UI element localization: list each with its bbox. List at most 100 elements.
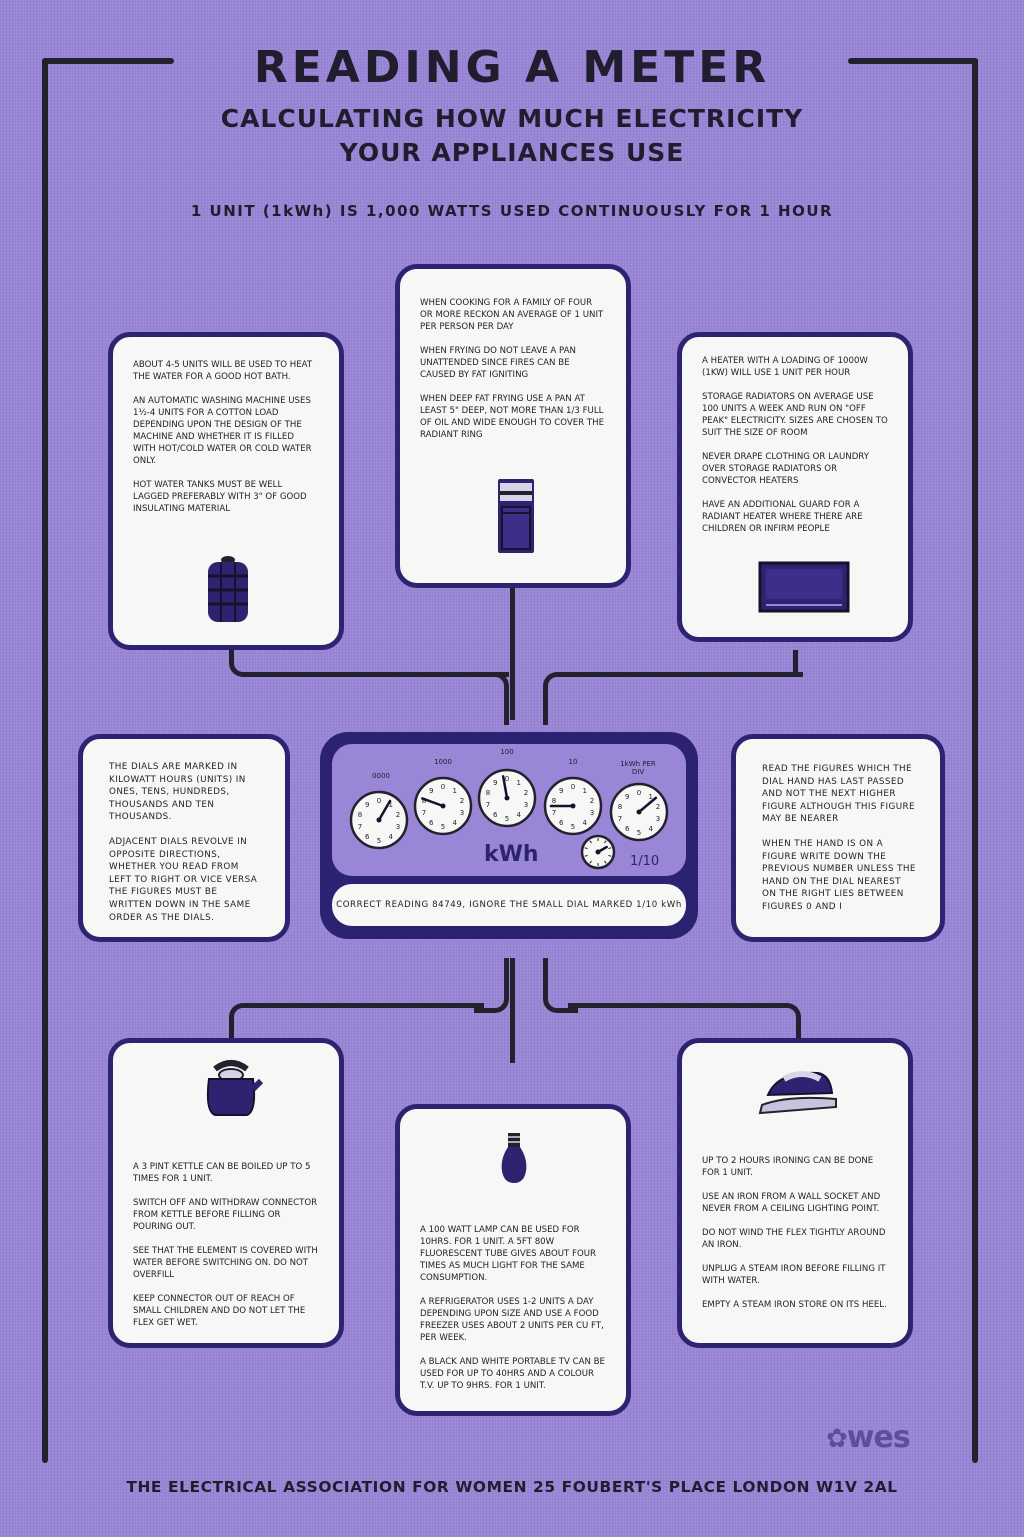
dial-hand — [421, 797, 445, 808]
storage-heater-icon — [758, 561, 850, 613]
dial-digit: 9 — [429, 787, 433, 795]
dial-digit: 4 — [649, 825, 654, 833]
subtitle-line-2: YOUR APPLIANCES USE — [339, 138, 685, 167]
card-text: WHEN COOKING FOR A FAMILY OF FOUR OR MOR… — [420, 298, 604, 332]
dial-tick — [584, 847, 588, 850]
dial-digit: 8 — [618, 803, 622, 811]
dial-digit: 8 — [486, 789, 490, 797]
dial-digit: 7 — [618, 815, 622, 823]
dial-digit: 4 — [583, 819, 588, 827]
card-text: A REFRIGERATOR USES 1-2 UNITS A DAY DEPE… — [420, 1297, 604, 1343]
dial-digit: 0 — [571, 783, 575, 791]
dial-digit: 3 — [590, 809, 594, 817]
page-subtitle: CALCULATING HOW MUCH ELECTRICITY YOUR AP… — [0, 102, 1024, 170]
card-text: READ THE FIGURES WHICH THE DIAL HAND HAS… — [762, 764, 916, 825]
dial-digit: 5 — [441, 823, 445, 831]
dial-digit: 5 — [377, 837, 381, 845]
card-text: WHEN DEEP FAT FRYING USE A PAN AT LEAST … — [420, 394, 605, 440]
dial-digit: 7 — [422, 809, 426, 817]
frame-top-right — [848, 58, 978, 64]
card-text: ABOUT 4-5 UNITS WILL BE USED TO HEAT THE… — [133, 360, 313, 382]
dial-digit: 2 — [396, 811, 400, 819]
card-dials: THE DIALS ARE MARKED IN KILOWATT HOURS (… — [78, 734, 290, 942]
connector-cooking — [510, 588, 515, 720]
tenth-label: 1/10 — [630, 854, 660, 869]
card-text: THE DIALS ARE MARKED IN KILOWATT HOURS (… — [109, 762, 246, 823]
dial-pivot — [440, 803, 446, 809]
connector-ironing-down — [568, 1003, 801, 1043]
card-text: UP TO 2 HOURS IRONING CAN BE DONE FOR 1 … — [702, 1156, 874, 1178]
iron-icon — [758, 1071, 837, 1115]
card-text: DO NOT WIND THE FLEX TIGHTLY AROUND AN I… — [702, 1228, 886, 1250]
dial-digit: 6 — [365, 833, 370, 841]
card-text: UNPLUG A STEAM IRON BEFORE FILLING IT WI… — [702, 1264, 886, 1286]
dial-hand — [501, 775, 509, 800]
dial-digit: 1 — [389, 801, 393, 809]
dial-digit: 3 — [396, 823, 400, 831]
frame-top-left — [42, 58, 174, 64]
connector-heating-up — [793, 650, 798, 677]
dial-digit: 9 — [365, 801, 369, 809]
card-text: AN AUTOMATIC WASHING MACHINE USES 1½-4 U… — [133, 396, 312, 466]
dial-digit: 4 — [453, 819, 458, 827]
dial-hand — [377, 799, 392, 822]
dial-digit: 2 — [460, 797, 464, 805]
dial-digit: 5 — [571, 823, 575, 831]
connector-heating — [543, 672, 803, 725]
water-tank-icon — [208, 556, 248, 622]
dial-digit: 0 — [377, 797, 381, 805]
dial-label: 1kWh PER DIV — [620, 760, 656, 776]
dial-pivot — [376, 817, 382, 823]
dial-digit: 1 — [453, 787, 457, 795]
dial-digit: 1 — [649, 793, 653, 801]
dial-digit: 6 — [559, 819, 564, 827]
dial-digit: 9 — [625, 793, 629, 801]
card-text: WHEN THE HAND IS ON A FIGURE WRITE DOWN … — [762, 838, 916, 912]
dial-digit: 7 — [358, 823, 362, 831]
dial-digit: 2 — [524, 789, 528, 797]
dial-digit: 8 — [552, 797, 556, 805]
connector-ironing — [543, 958, 578, 1013]
dial-label: 10 — [568, 758, 578, 766]
card-kettle: A 3 PINT KETTLE CAN BE BOILED UP TO 5 TI… — [108, 1038, 344, 1348]
dial-digit: 6 — [429, 819, 434, 827]
dial-pivot — [636, 809, 642, 815]
dial-digit: 5 — [637, 829, 641, 837]
frame-left — [42, 58, 48, 1463]
dial-label: 100 — [500, 748, 514, 756]
card-text: SWITCH OFF AND WITHDRAW CONNECTOR FROM K… — [133, 1198, 318, 1232]
dial-digit: 5 — [505, 815, 509, 823]
dial-digit: 2 — [656, 803, 660, 811]
dial-tick — [589, 860, 592, 864]
card-heating: A HEATER WITH A LOADING OF 1000W (1kW) W… — [677, 332, 913, 642]
dial-label: 0000 — [372, 772, 390, 780]
dial-digit: 0 — [637, 789, 641, 797]
dial-hand — [637, 796, 658, 814]
connector-kettle — [229, 1003, 484, 1043]
dial-digit: 0 — [505, 775, 509, 783]
dial-digit: 6 — [493, 811, 498, 819]
card-text: A 100 WATT LAMP CAN BE USED FOR 10hrs. F… — [420, 1225, 596, 1283]
dial-digit: 8 — [422, 797, 426, 805]
dial-digit: 7 — [552, 809, 556, 817]
dial-pivot — [504, 795, 510, 801]
connector-kettle-up — [474, 958, 509, 1013]
dial-tick — [589, 840, 592, 844]
dial-digit: 9 — [493, 779, 497, 787]
dial-digit: 3 — [656, 815, 660, 823]
dial-digit: 7 — [486, 801, 490, 809]
unit-definition: 1 UNIT (1kWh) IS 1,000 WATTS USED CONTIN… — [190, 202, 834, 220]
dial-digit: 8 — [358, 811, 362, 819]
card-hot-water: ABOUT 4-5 UNITS WILL BE USED TO HEAT THE… — [108, 332, 344, 650]
card-text: EMPTY A STEAM IRON STORE ON ITS HEEL. — [702, 1300, 887, 1310]
dial-digit: 1 — [583, 787, 587, 795]
connector-lighting — [510, 958, 515, 1063]
cooker-icon — [498, 479, 534, 553]
connector-water — [229, 650, 509, 677]
dial-digit: 9 — [559, 787, 563, 795]
card-text: WHEN FRYING DO NOT LEAVE A PAN UNATTENDE… — [420, 346, 576, 380]
card-text: ADJACENT DIALS REVOLVE IN OPPOSITE DIREC… — [109, 836, 258, 923]
card-text: HOT WATER TANKS MUST BE WELL LAGGED PREF… — [133, 480, 307, 514]
